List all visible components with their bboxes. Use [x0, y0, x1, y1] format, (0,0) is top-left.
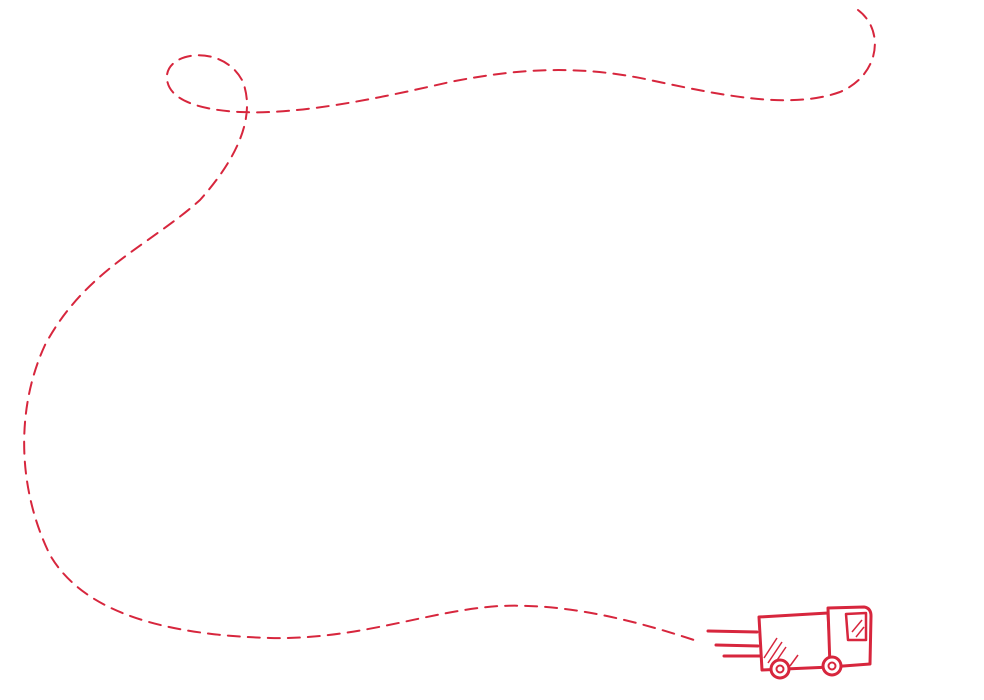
dashed-route-path: [23, 9, 876, 643]
speed-lines: [706, 629, 762, 658]
delivery-truck-icon: [757, 605, 873, 680]
